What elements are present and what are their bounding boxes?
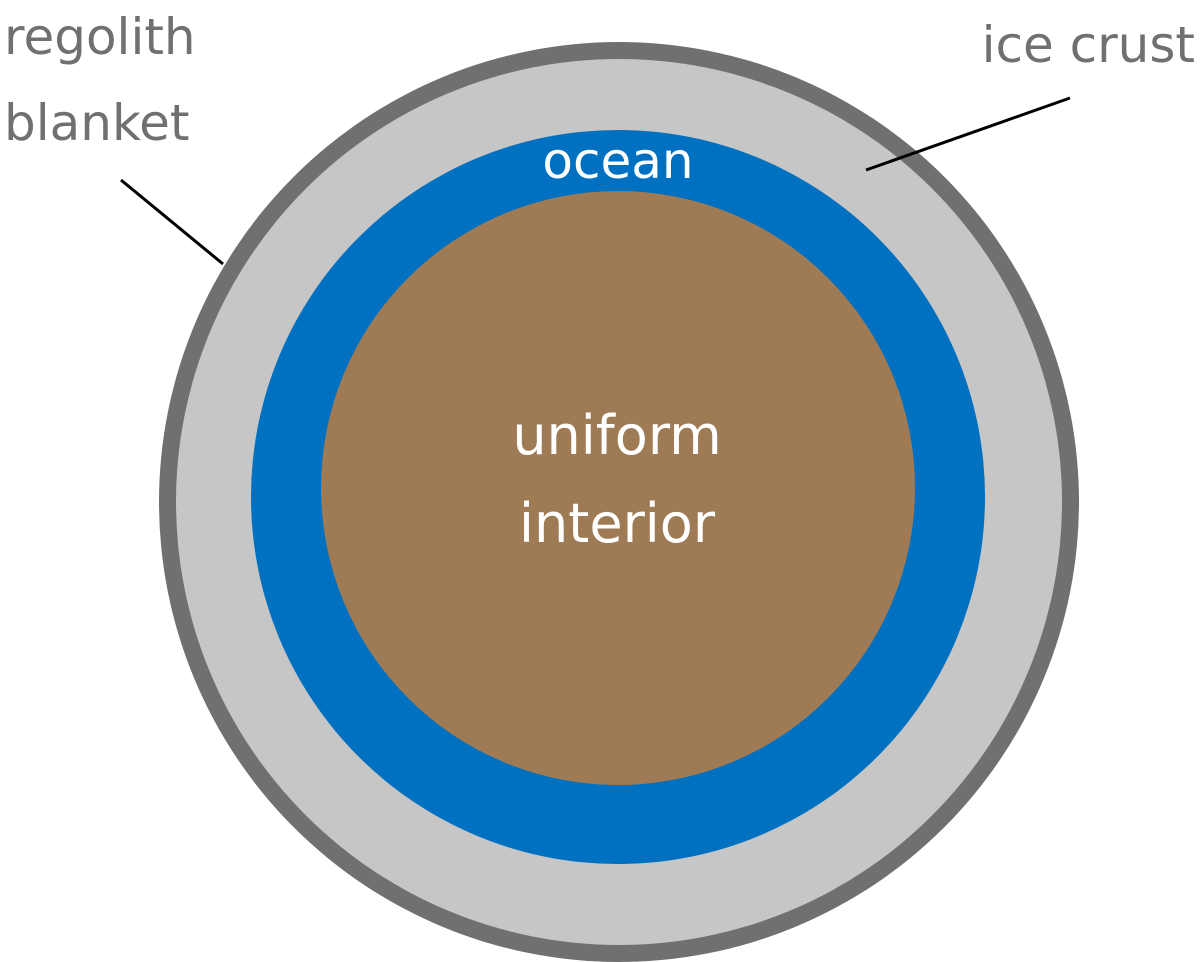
uniform-interior-core <box>321 191 915 785</box>
ocean-label: ocean <box>542 132 693 190</box>
regolith-leader-line <box>120 178 224 266</box>
regolith-label-line1: regolith <box>4 8 196 66</box>
ice-crust-label: ice crust <box>982 16 1195 74</box>
interior-label-line2: interior <box>519 492 716 555</box>
interior-label-line1: uniform <box>512 404 721 467</box>
ice-crust-leader-line <box>865 96 1071 172</box>
regolith-label-line2: blanket <box>4 94 190 152</box>
